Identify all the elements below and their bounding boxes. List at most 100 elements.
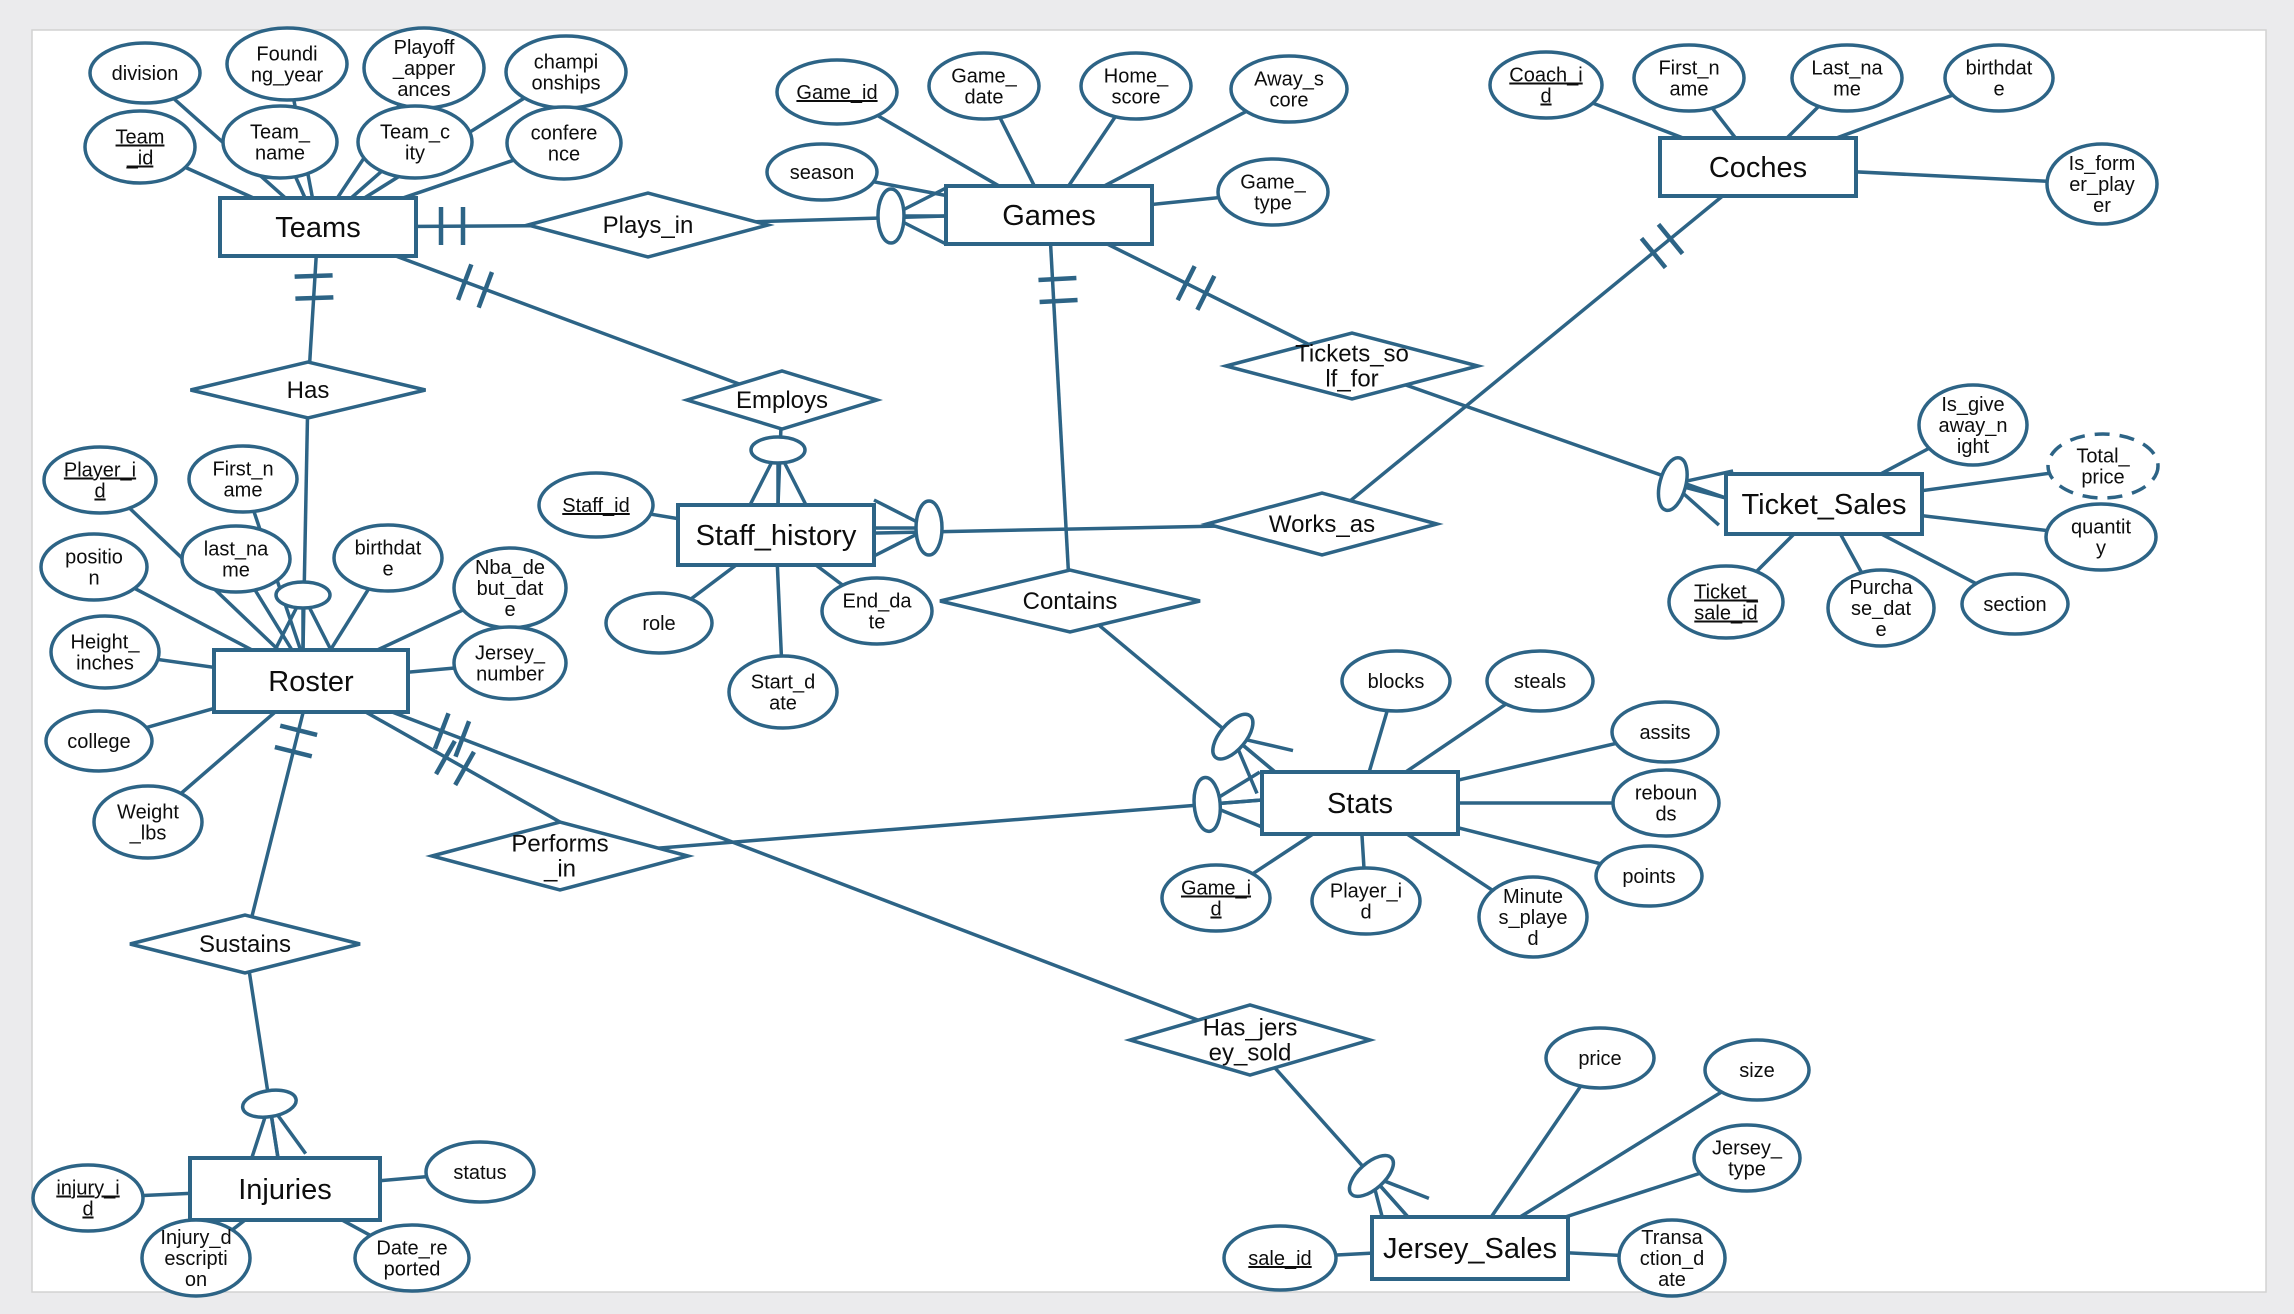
relationship-diamond bbox=[129, 913, 361, 975]
attribute-season[interactable]: season bbox=[765, 142, 879, 202]
entity-teams[interactable]: Teams bbox=[218, 196, 418, 258]
entity-injuries[interactable]: Injuries bbox=[188, 1156, 382, 1222]
entity-coches[interactable]: Coches bbox=[1658, 136, 1858, 198]
attribute-coach_first_name[interactable]: First_name bbox=[1632, 43, 1746, 113]
attribute-label: End_da bbox=[843, 591, 913, 613]
relationship-has[interactable]: Has bbox=[190, 360, 426, 420]
attribute-game_date[interactable]: Game_date bbox=[927, 51, 1041, 121]
attribute-college[interactable]: college bbox=[44, 709, 154, 773]
attribute-label: Staff_id bbox=[562, 495, 629, 517]
c-performs_in-stats bbox=[559, 798, 1263, 858]
attribute-label: inches bbox=[76, 653, 134, 675]
entity-ticket_sales[interactable]: Ticket_Sales bbox=[1724, 472, 1924, 536]
relationship-label: Works_as bbox=[1269, 511, 1375, 538]
attribute-price[interactable]: price bbox=[1544, 1026, 1656, 1090]
attribute-coach_id[interactable]: Coach_id bbox=[1488, 50, 1604, 120]
entity-staff_history[interactable]: Staff_history bbox=[676, 503, 876, 567]
attribute-end_date[interactable]: End_date bbox=[820, 576, 934, 646]
attribute-ellipse bbox=[1943, 43, 2055, 113]
attribute-label: ds bbox=[1655, 804, 1676, 826]
attribute-label: nce bbox=[548, 144, 580, 166]
attribute-assits[interactable]: assits bbox=[1610, 700, 1720, 764]
attribute-roster_last_name[interactable]: last_name bbox=[180, 524, 292, 594]
attribute-label: points bbox=[1622, 866, 1675, 888]
attribute-size[interactable]: size bbox=[1703, 1038, 1811, 1102]
relationship-contains[interactable]: Contains bbox=[939, 568, 1201, 634]
relationship-label: Contains bbox=[1023, 588, 1118, 615]
relationship-label: _in bbox=[543, 856, 576, 883]
relationship-works_as[interactable]: Works_as bbox=[1200, 491, 1444, 557]
entity-stats[interactable]: Stats bbox=[1260, 770, 1460, 836]
attribute-ellipse bbox=[1667, 564, 1785, 640]
tick-mark bbox=[432, 712, 451, 750]
entity-roster[interactable]: Roster bbox=[212, 648, 410, 714]
tick-mark bbox=[1195, 274, 1217, 311]
attribute-jersey_number[interactable]: Jersey_number bbox=[452, 625, 568, 701]
attribute-game_id[interactable]: Game_id bbox=[775, 58, 899, 126]
relationship-performs_in[interactable]: Performs_in bbox=[425, 820, 695, 892]
attribute-team_id[interactable]: Team_id bbox=[83, 109, 197, 185]
attribute-ellipse bbox=[927, 51, 1041, 121]
attribute-ellipse bbox=[1544, 1026, 1656, 1090]
attribute-label: e bbox=[382, 559, 393, 581]
entity-jersey_sales[interactable]: Jersey_Sales bbox=[1370, 1215, 1570, 1281]
attribute-home_score[interactable]: Home_score bbox=[1079, 51, 1193, 121]
attribute-weight_lbs[interactable]: Weight_lbs bbox=[92, 784, 204, 860]
attribute-player_id[interactable]: Player_id bbox=[42, 445, 158, 515]
entity-games[interactable]: Games bbox=[944, 184, 1154, 246]
attribute-blocks[interactable]: blocks bbox=[1340, 649, 1452, 713]
attribute-game_type[interactable]: Game_type bbox=[1216, 157, 1330, 227]
attribute-label: season bbox=[790, 162, 855, 184]
attribute-stats_game_id[interactable]: Game_id bbox=[1160, 863, 1272, 933]
attribute-height_inches[interactable]: Height_inches bbox=[49, 614, 161, 690]
attribute-injury_id[interactable]: injury_id bbox=[31, 1163, 145, 1233]
attribute-total_price[interactable]: Total_price bbox=[2046, 432, 2160, 500]
tick-mark bbox=[476, 271, 495, 309]
attribute-team_name[interactable]: Team_name bbox=[221, 104, 339, 180]
attribute-division[interactable]: division bbox=[88, 41, 202, 105]
relationship-label: Sustains bbox=[199, 931, 291, 958]
attribute-roster_first_name[interactable]: First_name bbox=[187, 444, 299, 514]
attribute-ticket_sale_id[interactable]: Ticket_sale_id bbox=[1667, 564, 1785, 640]
cardinality-one-ticks bbox=[1639, 222, 1685, 270]
attribute-staff_id[interactable]: Staff_id bbox=[537, 471, 655, 539]
attribute-start_date[interactable]: Start_date bbox=[727, 654, 839, 730]
attribute-coach_last_name[interactable]: Last_name bbox=[1790, 43, 1904, 113]
attribute-ellipse bbox=[1160, 863, 1272, 933]
attribute-sale_id[interactable]: sale_id bbox=[1222, 1224, 1338, 1292]
attribute-points[interactable]: points bbox=[1594, 844, 1704, 908]
relationship-plays_in[interactable]: Plays_in bbox=[521, 191, 775, 259]
relationship-sustains[interactable]: Sustains bbox=[129, 913, 361, 975]
attribute-stats_player_id[interactable]: Player_id bbox=[1310, 866, 1422, 936]
relationship-employs[interactable]: Employs bbox=[681, 369, 883, 431]
attribute-jersey_type[interactable]: Jersey_type bbox=[1692, 1123, 1802, 1193]
relationship-diamond bbox=[939, 568, 1201, 634]
attribute-ellipse bbox=[92, 784, 204, 860]
attribute-status[interactable]: status bbox=[424, 1140, 536, 1204]
attribute-away_score[interactable]: Away_score bbox=[1229, 54, 1349, 124]
attribute-steals[interactable]: steals bbox=[1485, 649, 1595, 713]
attribute-label: confere bbox=[531, 123, 598, 145]
attribute-section[interactable]: section bbox=[1960, 572, 2070, 636]
attribute-role[interactable]: role bbox=[604, 591, 714, 655]
